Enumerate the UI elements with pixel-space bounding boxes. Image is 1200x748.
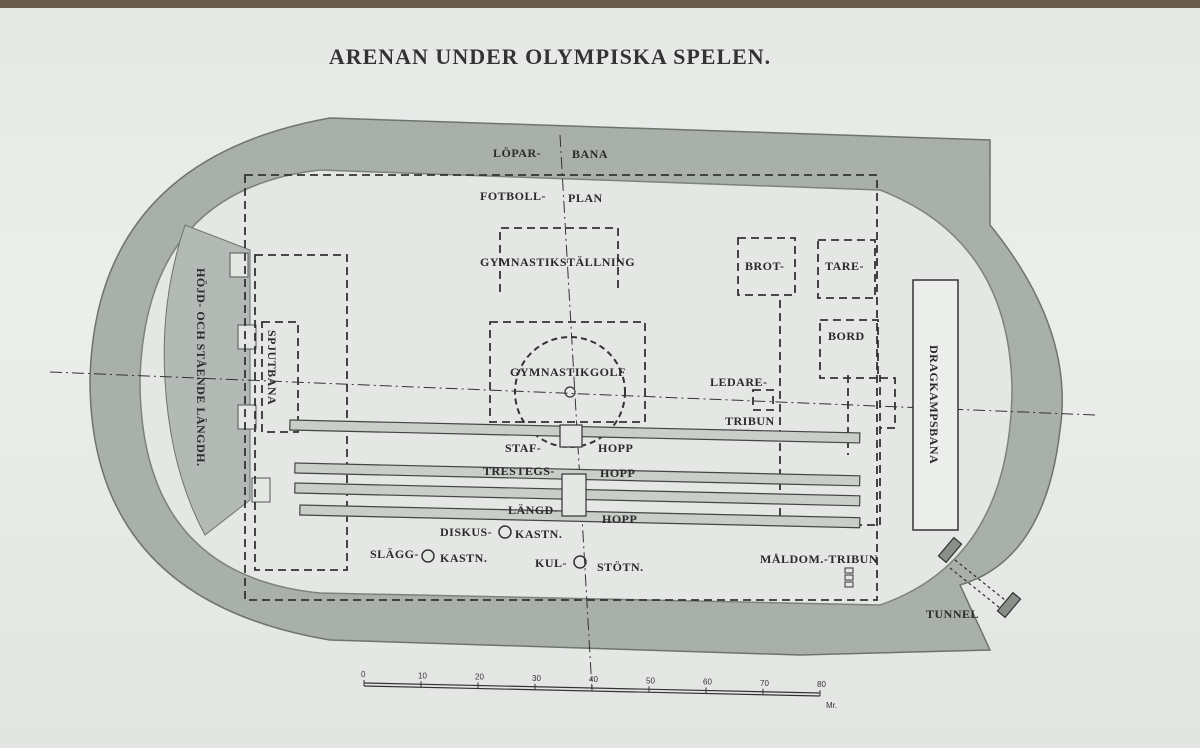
label-lopar: LÖPAR-	[493, 146, 541, 160]
label-kastn2: KASTN.	[440, 551, 487, 565]
dashed-outlines	[244, 174, 896, 601]
scale-tick-label: 20	[475, 673, 484, 682]
pole-vault-box	[559, 424, 583, 448]
scale-tick-label: 80	[817, 680, 826, 689]
axis-lines	[49, 134, 1096, 691]
scale-tick-label: 50	[646, 676, 655, 685]
label-tare: TARE-	[825, 259, 864, 273]
label-tunnel: TUNNEL	[926, 607, 979, 621]
scale-tick-label: 70	[760, 679, 769, 688]
label-brot: BROT-	[745, 259, 784, 273]
label-ledare: LEDARE-	[710, 375, 768, 389]
label-diskus: DISKUS-	[440, 525, 492, 539]
left-boxes	[229, 252, 271, 503]
label-slagg: SLÄGG-	[370, 547, 419, 561]
label-plan: PLAN	[568, 191, 603, 205]
label-tribun: TRIBUN	[725, 414, 775, 428]
label-gymnastikgolf: GYMNASTIKGOLF	[510, 365, 626, 379]
label-kul: KUL-	[535, 556, 567, 570]
label-bana: BANA	[572, 147, 608, 161]
throw-circles	[421, 525, 587, 569]
label-staf: STAF-	[505, 441, 541, 455]
label-stotn: STÖTN.	[597, 560, 644, 574]
high-jump-area	[163, 224, 251, 536]
label-trestegs: TRESTEGS-	[483, 464, 555, 478]
scale-bar: 0 10 20 30 40 50 60 70 80	[361, 670, 826, 697]
photo-edge	[0, 0, 1200, 8]
scale-tick-label: 30	[532, 674, 541, 683]
label-dragkampsbana: DRAGKAMPSBANA	[927, 345, 941, 464]
label-langd: LÄNGD-	[508, 503, 558, 517]
label-fotboll: FOTBOLL-	[480, 189, 546, 203]
scale-tick-label: 10	[418, 671, 427, 680]
gymnastics-centre	[564, 386, 576, 398]
tunnel	[937, 536, 1022, 619]
gymnastics-circle	[514, 336, 626, 448]
label-hopp3: HOPP	[602, 512, 637, 526]
judges-stand	[844, 567, 854, 588]
scale-tick-label: 0	[361, 670, 366, 679]
scale-tick-label: 40	[589, 675, 598, 684]
label-gymnastikstallning: GYMNASTIKSTÄLLNING	[480, 255, 635, 269]
scale-unit: Mr.	[826, 701, 837, 710]
label-spjutbana: SPJUTBANA	[265, 330, 279, 405]
label-hojd: HÖJD- OCH STÅENDE LÄNGDH.	[194, 268, 208, 467]
jump-pit	[561, 473, 587, 517]
scale-tick-label: 60	[703, 678, 712, 687]
diagram-title: ARENAN UNDER OLYMPISKA SPELEN.	[328, 44, 772, 69]
tug-of-war-lane	[912, 279, 959, 531]
label-maldom: MÅLDOM.-TRIBUN	[760, 552, 878, 566]
label-bord: BORD	[828, 329, 865, 343]
label-hopp2: HOPP	[600, 466, 635, 480]
label-hopp1: HOPP	[598, 441, 633, 455]
label-kastn1: KASTN.	[515, 527, 562, 541]
